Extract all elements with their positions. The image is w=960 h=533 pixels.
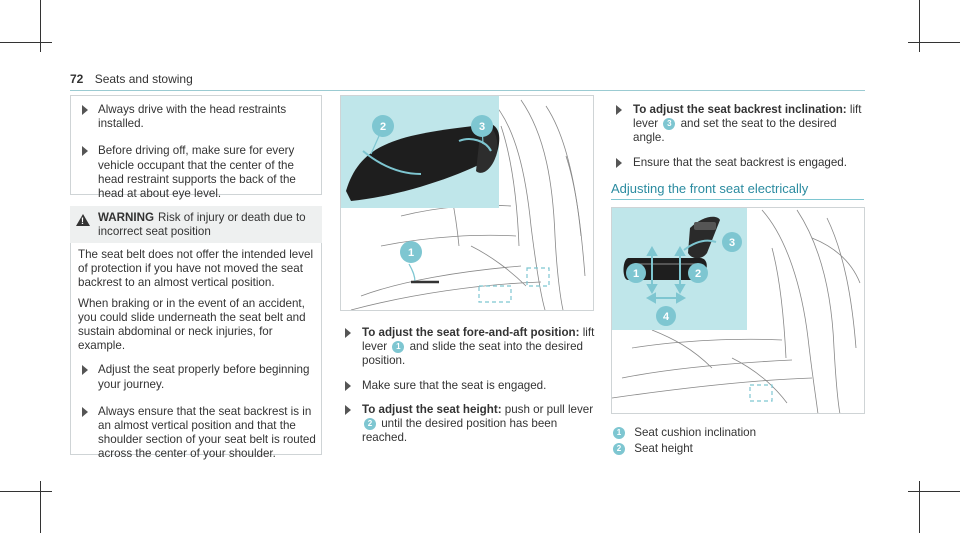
bullet-item: Always drive with the head restraints in… bbox=[80, 103, 315, 131]
section-rule bbox=[611, 199, 864, 200]
bullet-item: Always ensure that the seat backrest is … bbox=[78, 405, 316, 462]
arrow-icon bbox=[616, 105, 622, 115]
electric-seat-figure: 3 1 2 4 bbox=[611, 207, 865, 414]
arrow-icon bbox=[82, 105, 88, 115]
warning-triangle-icon bbox=[76, 214, 90, 226]
warning-body: The seat belt does not offer the intende… bbox=[78, 248, 316, 475]
arrow-icon bbox=[345, 404, 351, 415]
figure-badge: 2 bbox=[688, 263, 708, 283]
figure-badge: 3 bbox=[722, 232, 742, 252]
bullet-item: Adjust the seat properly before beginnin… bbox=[78, 363, 316, 391]
crop-mark bbox=[908, 42, 960, 43]
crop-mark bbox=[919, 481, 920, 533]
crop-mark bbox=[40, 0, 41, 52]
step-item: To adjust the seat backrest inclination:… bbox=[611, 103, 866, 146]
backrest-steps: To adjust the seat backrest inclination:… bbox=[611, 103, 866, 183]
lever-badge: 3 bbox=[663, 118, 676, 131]
warning-paragraph: The seat belt does not offer the intende… bbox=[78, 248, 314, 290]
arrow-icon bbox=[345, 380, 351, 391]
svg-text:2: 2 bbox=[695, 268, 701, 280]
svg-text:1: 1 bbox=[633, 268, 639, 280]
svg-text:2: 2 bbox=[380, 121, 386, 133]
arrow-icon bbox=[616, 157, 622, 168]
step-item: Ensure that the seat backrest is engaged… bbox=[611, 156, 866, 170]
page-number: 72 bbox=[70, 72, 84, 86]
manual-seat-figure: 2 3 1 bbox=[340, 95, 594, 311]
lever-badge: 2 bbox=[364, 417, 376, 430]
arrow-icon bbox=[82, 146, 88, 157]
arrow-icon bbox=[82, 406, 88, 417]
crop-mark bbox=[0, 42, 52, 43]
manual-seat-steps: To adjust the seat fore-and-aft position… bbox=[340, 326, 595, 458]
electric-seat-illustration: 3 1 2 4 bbox=[612, 208, 861, 413]
figure-badge: 2 bbox=[372, 115, 394, 137]
section-title: Adjusting the front seat electrically bbox=[611, 181, 809, 196]
arrow-icon bbox=[82, 365, 88, 376]
svg-text:4: 4 bbox=[663, 311, 670, 323]
page-header: 72 Seats and stowing bbox=[70, 72, 193, 86]
crop-mark bbox=[908, 491, 960, 492]
legend-badge: 2 bbox=[613, 442, 625, 455]
legend-item: 1 Seat cushion inclination bbox=[611, 426, 756, 439]
step-item: To adjust the seat fore-and-aft position… bbox=[340, 326, 595, 369]
figure-badge: 1 bbox=[626, 263, 646, 283]
section-name: Seats and stowing bbox=[94, 72, 193, 86]
crop-mark bbox=[40, 481, 41, 533]
crop-mark bbox=[919, 0, 920, 52]
manual-seat-illustration: 2 3 1 bbox=[341, 96, 586, 310]
crop-mark bbox=[0, 491, 52, 492]
svg-text:1: 1 bbox=[408, 247, 414, 259]
head-restraint-bullets: Always drive with the head restraints in… bbox=[80, 103, 315, 214]
svg-text:3: 3 bbox=[729, 237, 735, 249]
step-item: Make sure that the seat is engaged. bbox=[340, 379, 595, 393]
arrow-icon bbox=[345, 328, 351, 338]
figure-badge: 1 bbox=[400, 241, 422, 263]
legend-badge: 1 bbox=[613, 426, 625, 439]
bullet-item: Before driving off, make sure for every … bbox=[80, 144, 315, 201]
lever-badge: 1 bbox=[392, 341, 405, 354]
header-rule bbox=[70, 90, 865, 91]
svg-text:3: 3 bbox=[479, 121, 485, 133]
figure-badge: 4 bbox=[656, 306, 676, 326]
warning-paragraph: When braking or in the event of an accid… bbox=[78, 296, 306, 353]
legend-item: 2 Seat height bbox=[611, 442, 693, 455]
step-item: To adjust the seat height: push or pull … bbox=[340, 403, 595, 446]
figure-badge: 3 bbox=[471, 115, 493, 137]
head-restraint-box bbox=[70, 95, 322, 195]
